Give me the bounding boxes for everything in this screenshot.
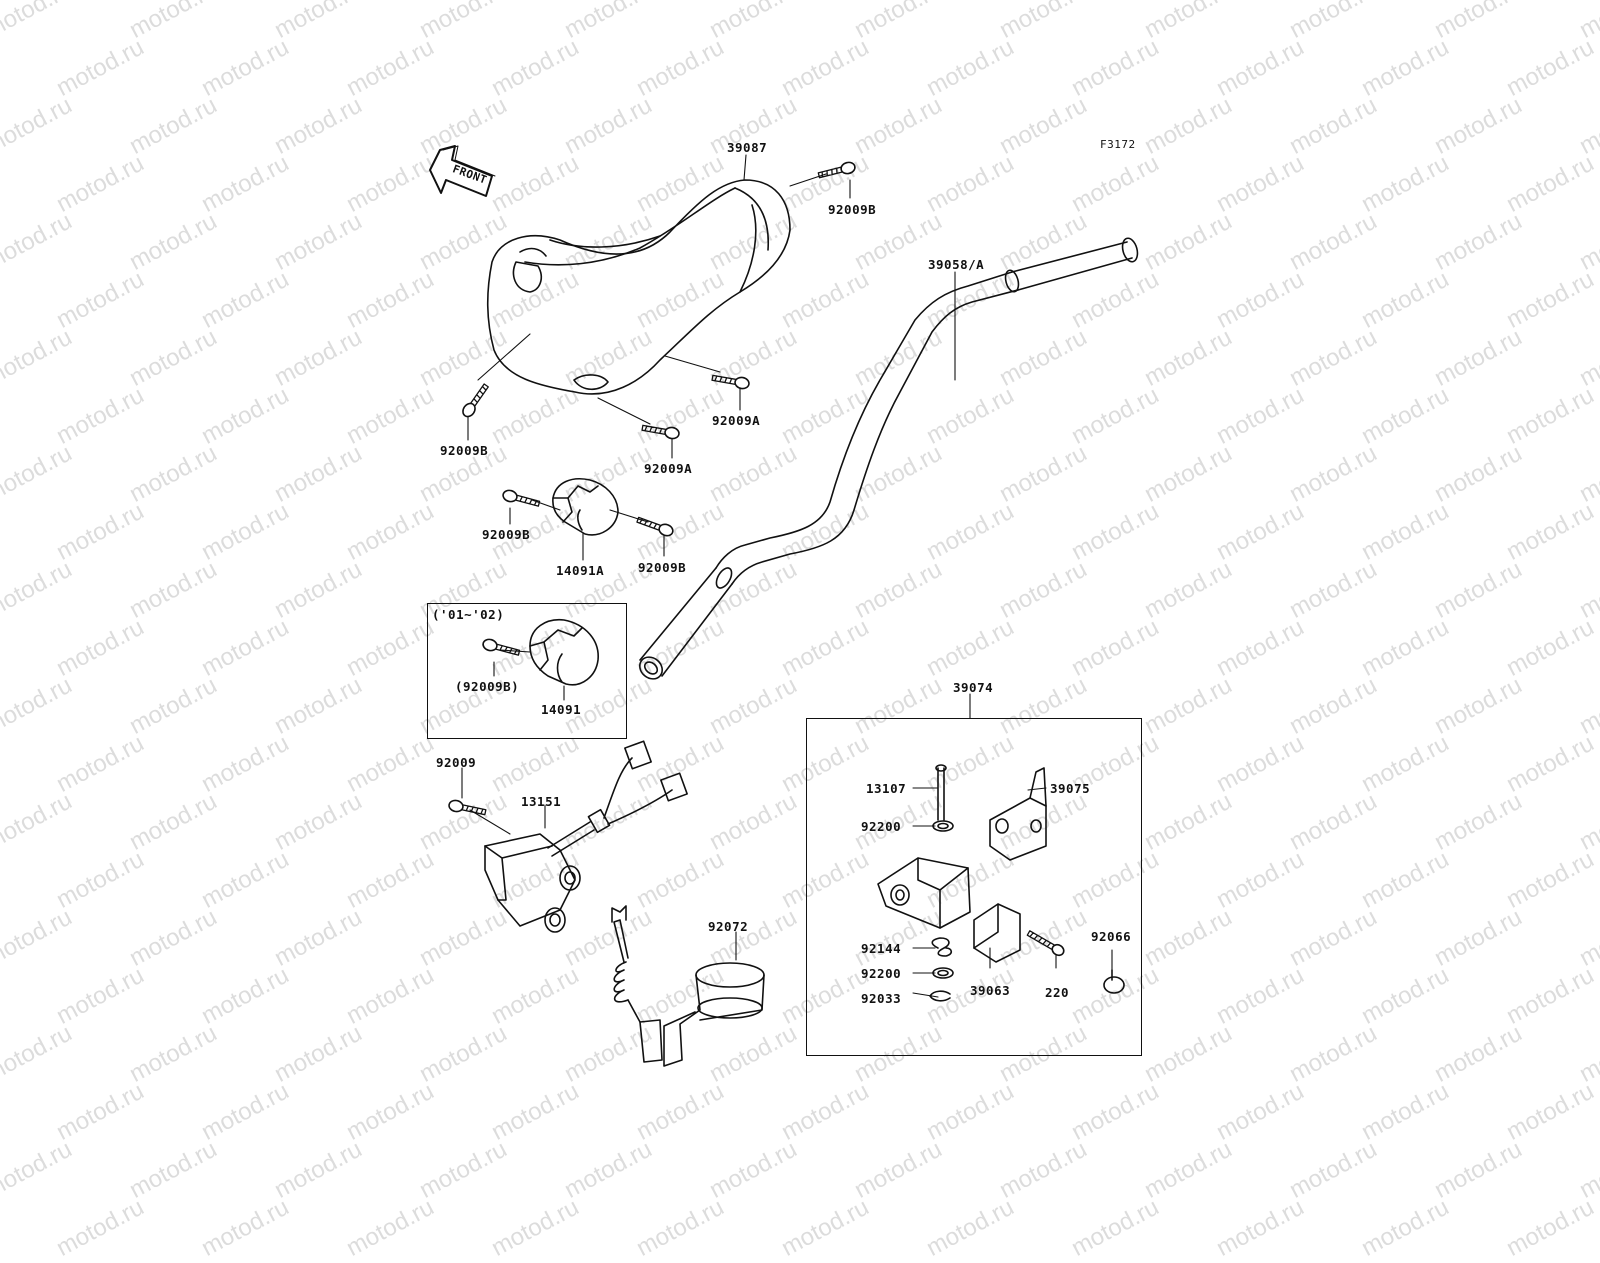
watermark-text: motod.ru xyxy=(197,1193,294,1262)
screw-icons xyxy=(448,161,1065,957)
watermark-text: motod.ru xyxy=(1502,1193,1599,1262)
label-92009: 92009 xyxy=(436,755,477,770)
label-220: 220 xyxy=(1045,985,1070,1000)
label-39058a: 39058/A xyxy=(928,257,985,272)
label-39074: 39074 xyxy=(953,680,994,695)
watermark-text: motod.ru xyxy=(632,1193,729,1262)
watermark-text: motod.ru xyxy=(1067,1193,1164,1262)
label-92072: 92072 xyxy=(708,919,749,934)
label-92144: 92144 xyxy=(861,941,902,956)
figure-code: F3172 xyxy=(1100,138,1136,151)
label-92066: 92066 xyxy=(1091,929,1132,944)
label-92009b-left: 92009B xyxy=(440,443,489,458)
watermark-text: motod.ru xyxy=(777,1193,874,1262)
diagram-drawing xyxy=(429,145,1139,1067)
lever-parts-drawing xyxy=(877,764,1125,1002)
handlebar-drawing xyxy=(638,237,1139,680)
leader-lines xyxy=(461,154,1113,998)
watermark-text: motod.ru xyxy=(922,1193,1019,1262)
label-39087: 39087 xyxy=(727,140,768,155)
label-variant-screw: (92009B) xyxy=(455,679,520,694)
watermark-text: motod.ru xyxy=(52,1193,149,1262)
switch-assembly-drawing xyxy=(484,740,688,933)
watermark-text: motod.ru xyxy=(1357,1193,1454,1262)
label-92009b-case-left: 92009B xyxy=(482,527,531,542)
label-92200-top: 92200 xyxy=(861,819,902,834)
label-13151: 13151 xyxy=(521,794,562,809)
switch-case-drawing xyxy=(552,478,619,536)
label-13107: 13107 xyxy=(866,781,907,796)
label-92009b-top: 92009B xyxy=(828,202,877,217)
label-92009a-lower: 92009A xyxy=(644,461,693,476)
variant-case-drawing xyxy=(529,619,599,686)
label-92009a-right: 92009A xyxy=(712,413,761,428)
handlebar-cover-drawing xyxy=(486,179,791,395)
label-92009b-case-right: 92009B xyxy=(638,560,687,575)
label-variant-years: ('01~'02) xyxy=(432,607,505,622)
watermark-text: motod.ru xyxy=(487,1193,584,1262)
lanyard-drawing xyxy=(611,905,765,1067)
label-92033: 92033 xyxy=(861,991,902,1006)
watermark-text: motod.ru xyxy=(342,1193,439,1262)
lever-assembly-box xyxy=(806,718,1142,1056)
label-14091a: 14091A xyxy=(556,563,605,578)
label-14091: 14091 xyxy=(541,702,582,717)
variant-box xyxy=(427,603,627,739)
label-92200-bottom: 92200 xyxy=(861,966,902,981)
watermark-text: motod.ru xyxy=(1212,1193,1309,1262)
label-39075: 39075 xyxy=(1050,781,1091,796)
label-39063: 39063 xyxy=(970,983,1011,998)
watermark-text: motod.ru xyxy=(0,1193,4,1262)
front-arrow-icon xyxy=(429,145,496,197)
